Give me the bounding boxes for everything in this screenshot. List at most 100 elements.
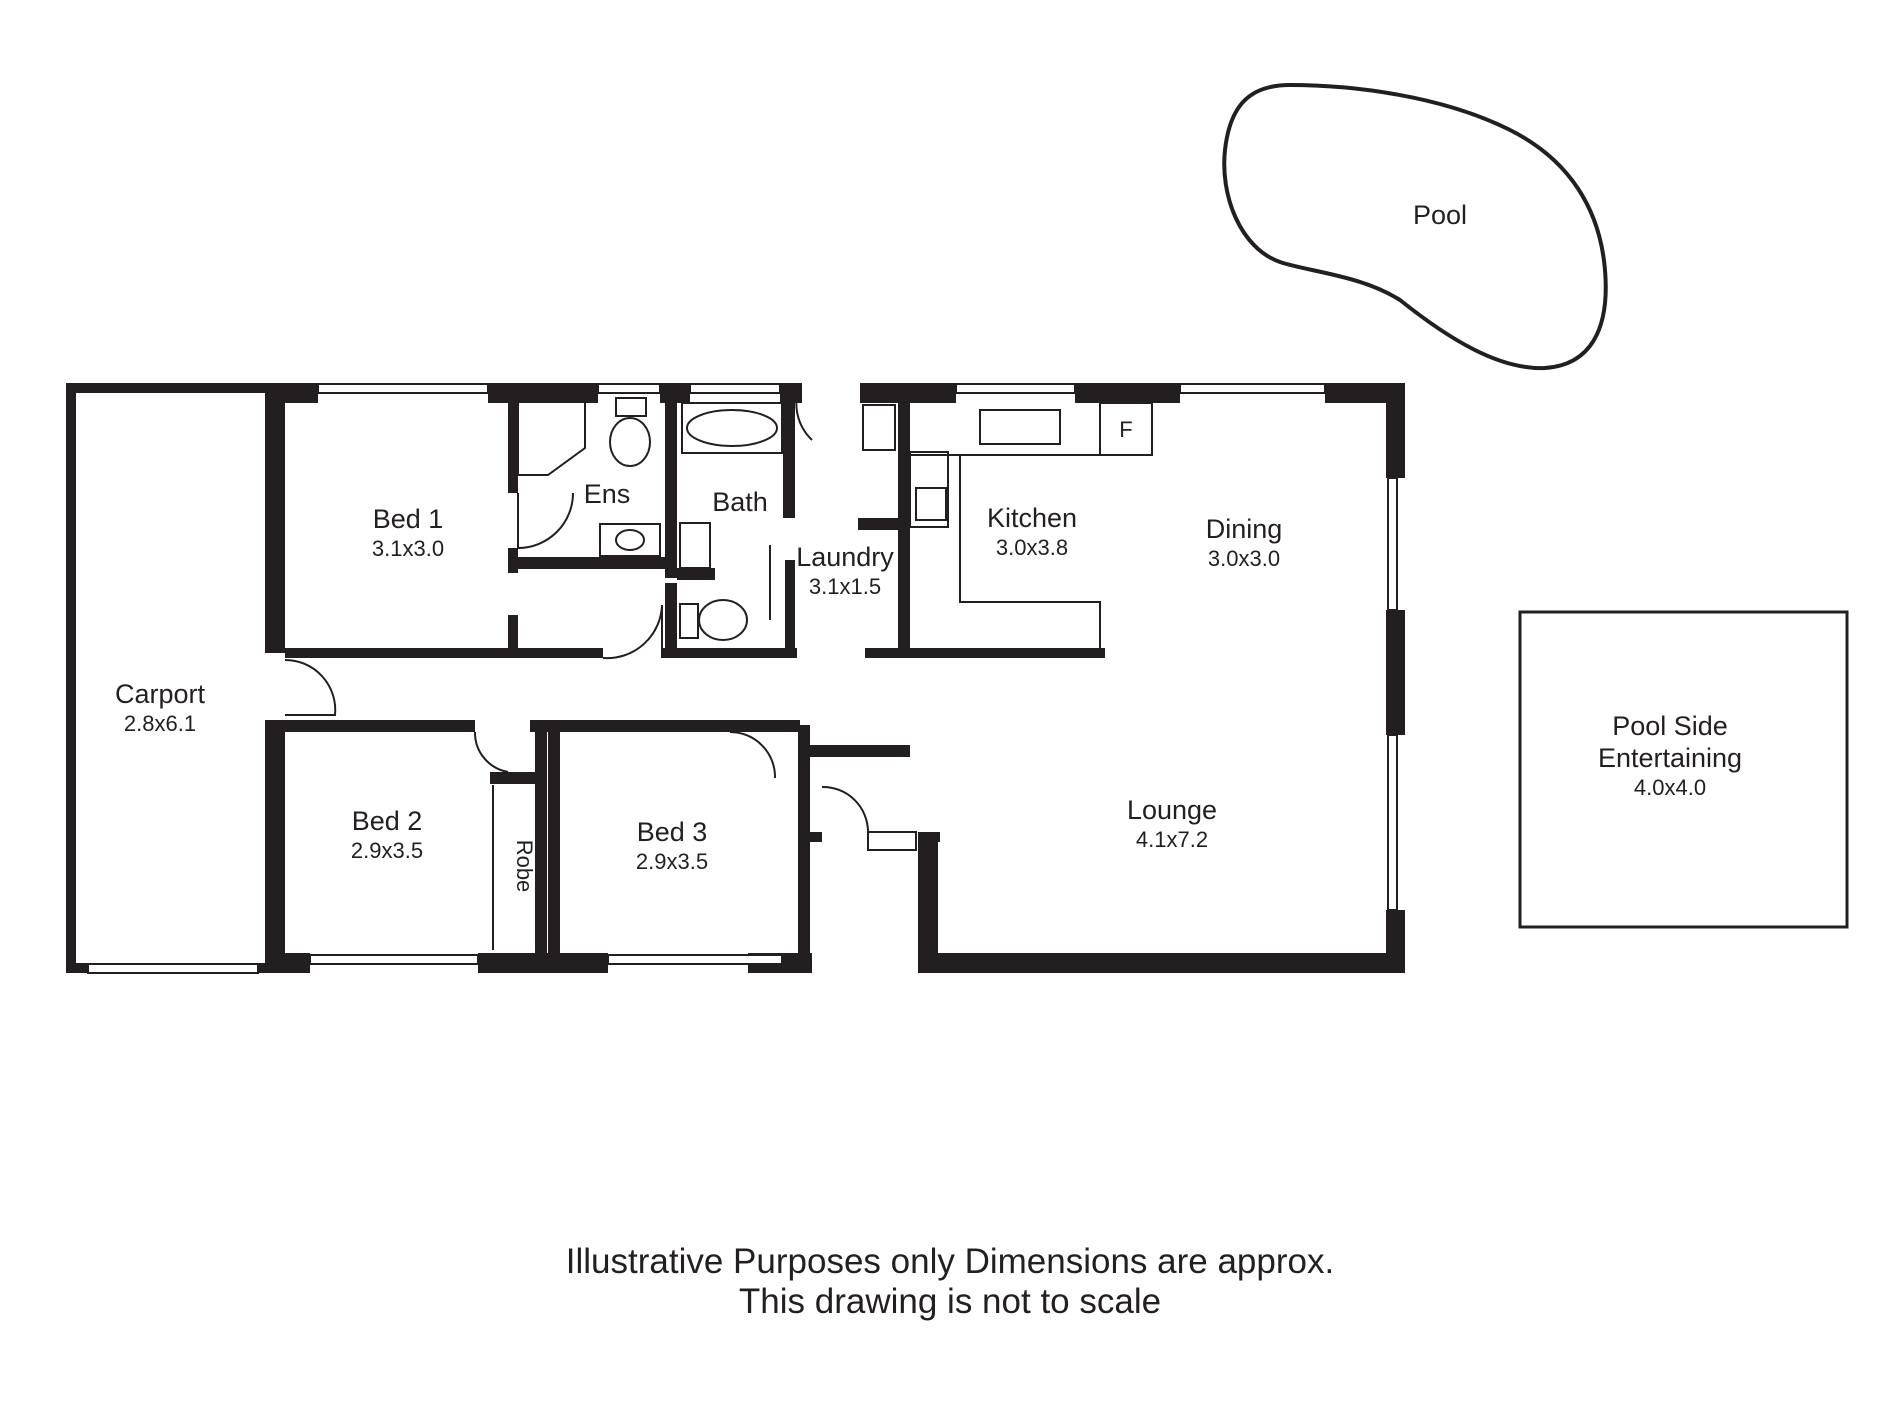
kitchen-bench xyxy=(909,451,949,528)
room-name-bed3: Bed 3 xyxy=(637,817,708,847)
window xyxy=(1387,477,1398,611)
room-dims-bed1: 3.1x3.0 xyxy=(372,536,444,561)
wall xyxy=(865,648,1105,658)
window xyxy=(309,954,479,965)
wall xyxy=(1386,610,1405,735)
door-swing xyxy=(821,785,869,833)
room-dims-dining: 3.0x3.0 xyxy=(1208,546,1280,571)
laundry-trough xyxy=(862,404,896,451)
vanity xyxy=(679,522,711,569)
room-name-pool: Pool xyxy=(1413,200,1467,230)
doors xyxy=(284,384,869,833)
wall xyxy=(535,730,547,973)
wall xyxy=(1325,383,1405,403)
room-name-lounge: Lounge xyxy=(1127,795,1217,825)
wall xyxy=(285,648,603,658)
wall xyxy=(66,383,318,393)
vanity xyxy=(599,523,661,557)
wall xyxy=(518,557,668,569)
room-name-ens: Ens xyxy=(584,479,631,509)
window xyxy=(87,963,259,974)
wall xyxy=(918,953,1405,973)
wall xyxy=(530,720,730,732)
windows xyxy=(87,383,1398,974)
wall xyxy=(898,393,910,658)
wall xyxy=(265,953,310,973)
wall xyxy=(285,720,475,732)
door-swing xyxy=(795,384,813,441)
window xyxy=(317,383,489,394)
window xyxy=(607,954,783,965)
wall xyxy=(858,518,898,530)
door-swing xyxy=(729,731,777,779)
door-swing xyxy=(517,492,574,550)
room-name-robe: Robe xyxy=(512,840,537,893)
room-dims-bed3: 2.9x3.5 xyxy=(636,849,708,874)
fridge-space xyxy=(1099,402,1153,456)
walls xyxy=(66,383,1405,973)
wall xyxy=(548,720,560,973)
wall xyxy=(783,393,795,518)
wall xyxy=(677,568,715,580)
wall xyxy=(1075,383,1180,403)
toilet xyxy=(698,599,748,641)
room-dims-kitchen: 3.0x3.8 xyxy=(996,535,1068,560)
fixtures xyxy=(492,397,1153,950)
room-name-bed2: Bed 2 xyxy=(352,806,423,836)
wall xyxy=(66,963,88,973)
cooktop xyxy=(915,487,947,521)
toilet xyxy=(609,417,651,467)
wall xyxy=(490,772,546,784)
bathtub-frame xyxy=(681,402,783,454)
kitchen-sink xyxy=(979,409,1061,445)
wall xyxy=(662,648,797,658)
wall xyxy=(265,720,285,973)
pool-outline xyxy=(1222,82,1608,371)
window xyxy=(689,383,781,394)
fridge-label: F xyxy=(1119,417,1132,442)
wall xyxy=(798,725,810,973)
window xyxy=(955,383,1076,394)
pool-side-entertaining-area xyxy=(1518,610,1849,929)
room-dims-laundry: 3.1x1.5 xyxy=(809,574,881,599)
shower xyxy=(517,399,586,476)
room-name-pool-side-line1: Pool Side xyxy=(1612,711,1728,741)
toilet-cistern xyxy=(615,397,647,417)
door-swing xyxy=(602,604,663,660)
window xyxy=(1387,734,1398,911)
door-swing xyxy=(284,658,337,716)
entry-step xyxy=(867,831,917,851)
wall xyxy=(508,615,518,658)
room-name-bath: Bath xyxy=(712,487,768,517)
wall xyxy=(730,720,800,732)
bathtub xyxy=(686,409,778,447)
wall xyxy=(810,832,822,842)
room-name-kitchen: Kitchen xyxy=(987,503,1077,533)
wall xyxy=(785,560,795,658)
room-dims-pool-side: 4.0x4.0 xyxy=(1634,775,1706,800)
wall xyxy=(265,383,285,653)
wall xyxy=(66,383,76,973)
room-dims-carport: 2.8x6.1 xyxy=(124,711,196,736)
disclaimer-line-2: This drawing is not to scale xyxy=(738,1282,1162,1321)
room-dims-bed2: 2.9x3.5 xyxy=(351,838,423,863)
window xyxy=(1179,383,1326,394)
wall xyxy=(508,393,518,493)
room-name-carport: Carport xyxy=(115,679,206,709)
window xyxy=(597,383,661,394)
room-name-bed1: Bed 1 xyxy=(373,504,444,534)
wall xyxy=(918,832,940,842)
wall xyxy=(665,393,677,578)
door-swing xyxy=(473,731,509,773)
wall xyxy=(918,832,938,973)
disclaimer-line-1: Illustrative Purposes only Dimensions ar… xyxy=(565,1242,1335,1281)
toilet-cistern xyxy=(679,603,699,639)
basin xyxy=(615,529,645,551)
room-name-laundry: Laundry xyxy=(796,542,894,572)
wall xyxy=(798,745,910,757)
room-name-pool-side-line2: Entertaining xyxy=(1598,743,1742,773)
room-name-dining: Dining xyxy=(1206,514,1283,544)
wall xyxy=(665,583,677,658)
wall xyxy=(1386,383,1405,478)
